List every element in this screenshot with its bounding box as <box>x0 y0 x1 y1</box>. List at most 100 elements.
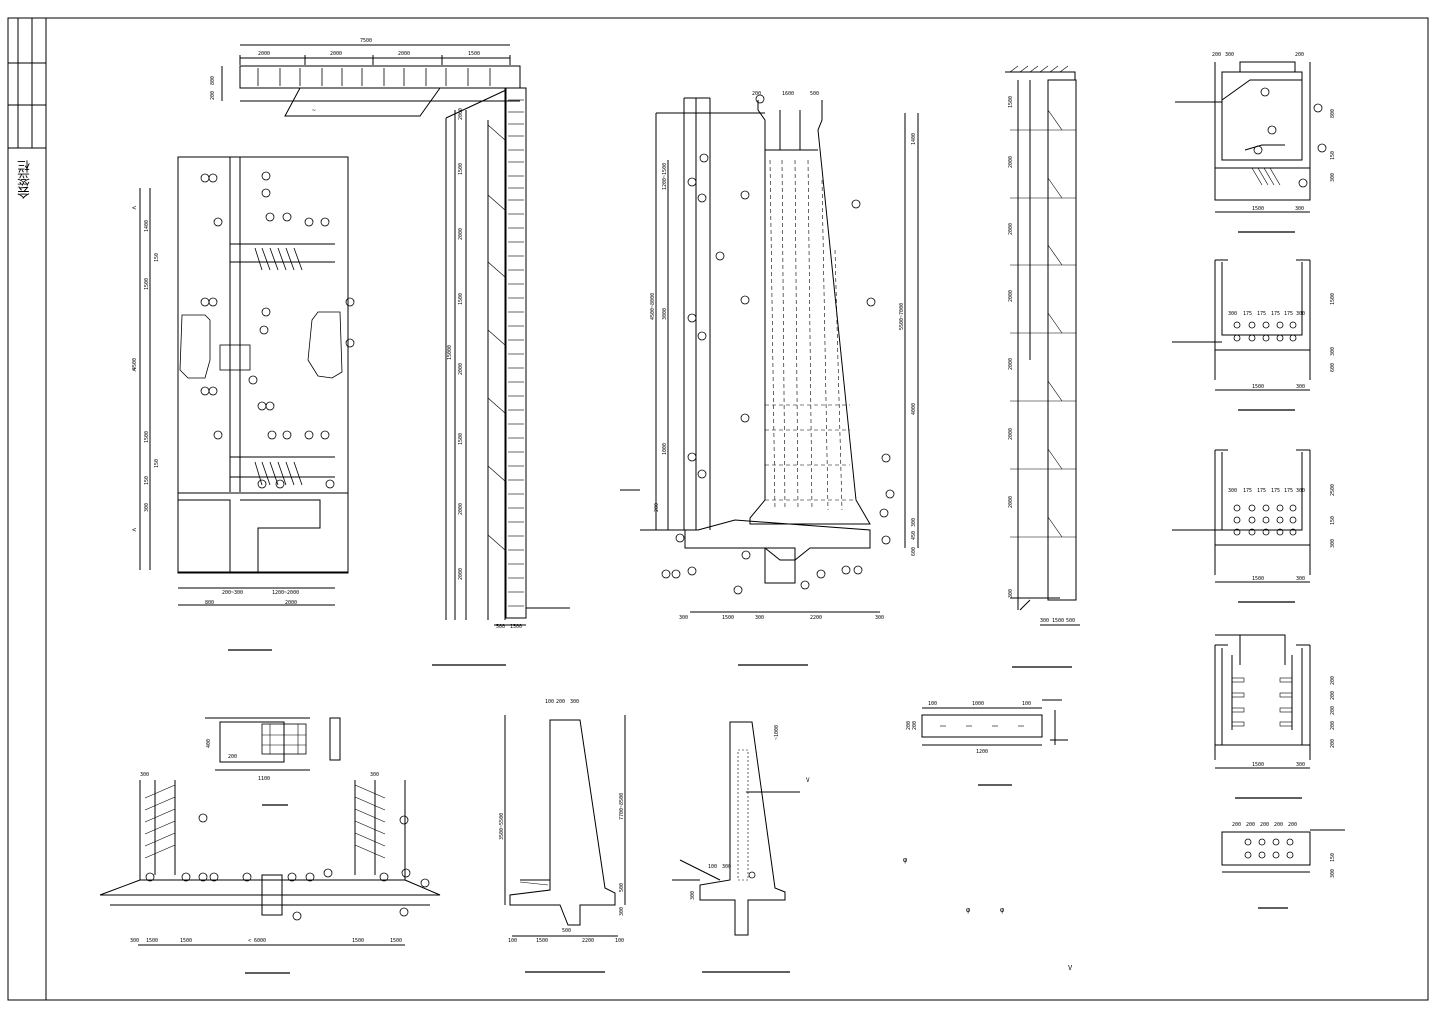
dim: 1500 <box>458 163 464 175</box>
dim: 2000 <box>458 228 464 240</box>
dim: 300 <box>1008 589 1014 598</box>
drawing-frame <box>45 17 1429 1001</box>
dim: 200 <box>1330 691 1336 700</box>
dim: 1500 <box>1330 293 1336 305</box>
main-section-dims: 200 1600 500 1200~1500 4500~8000 3000 10… <box>650 91 917 621</box>
dim: 150 <box>1330 151 1336 160</box>
dim: 300 <box>140 772 149 778</box>
dim: 200 <box>1260 822 1269 828</box>
dim: 300 <box>875 615 884 621</box>
dim: 1500 <box>1008 96 1014 108</box>
dim: 800 <box>205 600 214 606</box>
dim: 150 <box>1330 853 1336 862</box>
detail-a <box>1175 61 1327 233</box>
dim: 1200~1500 <box>662 163 668 190</box>
dim: 200 <box>1330 676 1336 685</box>
dim: 300 <box>1295 206 1304 212</box>
note-mark: V <box>1068 964 1073 972</box>
detail-d <box>1214 634 1311 799</box>
dim: 100 <box>508 938 517 944</box>
dim: 175 <box>1271 488 1280 494</box>
dim: 2000 <box>458 363 464 375</box>
dim: 800 <box>1330 109 1336 118</box>
dim: 1400 <box>911 133 917 145</box>
dim: 150 <box>144 476 150 485</box>
dim: 200 <box>1330 721 1336 730</box>
detail-c-dims: 300 175 175 175 175 300 1500 300 2500 15… <box>1228 484 1336 582</box>
plan-top-dim: 2000 <box>258 51 270 57</box>
dim: 300 <box>1296 384 1305 390</box>
dim: 200 <box>1212 52 1221 58</box>
dim: 175 <box>1243 311 1252 317</box>
dim: 4000 <box>911 403 917 415</box>
dim: 100 <box>615 938 624 944</box>
dim: 200 <box>752 91 761 97</box>
dim: 300 <box>690 891 696 900</box>
dim: ~1000 <box>774 725 780 740</box>
dim: 300 <box>1225 52 1234 58</box>
dim: 5500~7000 <box>899 303 905 330</box>
dim: 1600 <box>782 91 794 97</box>
dim: 500 <box>619 883 625 892</box>
plan-top-dim: 2000 <box>330 51 342 57</box>
dim: 300 <box>679 615 688 621</box>
dim: 1100 <box>258 776 270 782</box>
long-elev-dims: 2000 1500 2000 1500 2000 1500 2000 2000 … <box>447 108 522 630</box>
dim: 150 <box>154 459 160 468</box>
dim: 300 <box>1296 576 1305 582</box>
dim: 2000 <box>458 568 464 580</box>
sign-block-label: 会签栏 <box>18 160 33 200</box>
dim: 1500 <box>352 938 364 944</box>
wall-elev-dims: 1500 2000 2000 2000 2000 2000 2000 300 3… <box>1008 96 1075 624</box>
detail-c <box>1172 449 1311 603</box>
plan-top-dim: 1500 <box>468 51 480 57</box>
detail-e <box>1221 829 1345 909</box>
plan-top-label: ~ <box>312 107 316 114</box>
plan-rebar-view <box>139 156 355 651</box>
dim: 300 <box>1296 311 1305 317</box>
dim: 300 <box>619 907 625 916</box>
dim: 500 <box>810 91 819 97</box>
dim: 1500 <box>458 293 464 305</box>
dim: 175 <box>1257 311 1266 317</box>
dim: 200 <box>228 754 237 760</box>
dim: 1500 <box>1252 206 1264 212</box>
dim: 200 <box>1246 822 1255 828</box>
dim: 1200 <box>976 749 988 755</box>
dim: 1500 <box>536 938 548 944</box>
dim: 300 <box>1330 173 1336 182</box>
dim: 2000 <box>285 600 297 606</box>
dim: 200 <box>912 721 918 730</box>
marker: < <box>132 526 136 534</box>
dim: 1500 <box>722 615 734 621</box>
dim: 1000 <box>972 701 984 707</box>
dim: 2000 <box>1008 358 1014 370</box>
retaining-wall-section <box>504 715 626 973</box>
plan-top-dim: 7500 <box>360 38 372 44</box>
dim: 3500~5500 <box>499 813 505 840</box>
dim: 200 <box>906 721 912 730</box>
dim: 1500 <box>1052 618 1064 624</box>
dim: 1500 <box>1252 762 1264 768</box>
dim: 2000 <box>458 503 464 515</box>
dim: 2000 <box>1008 428 1014 440</box>
culvert-dims: 300 300 300 1500 1500 < 6000 1500 1500 1… <box>130 739 402 944</box>
dim: 200~300 <box>222 590 243 596</box>
culvert-section <box>99 717 441 974</box>
long-elevation <box>432 87 570 666</box>
dim: 200 <box>1288 822 1297 828</box>
dim: 1200~2000 <box>272 590 299 596</box>
dim: 500 <box>562 928 571 934</box>
dim: 400 <box>206 739 212 748</box>
plan-top-dim: 2000 <box>398 51 410 57</box>
marker: < <box>132 204 136 212</box>
note-mark: φ <box>903 856 907 864</box>
dim: 100 <box>708 864 717 870</box>
dim: 300 <box>370 772 379 778</box>
dim: 300 <box>1040 618 1049 624</box>
dim: 600 <box>1330 363 1336 372</box>
dim: 1500 <box>390 938 402 944</box>
dim: 1500 <box>458 433 464 445</box>
dim: 600 <box>911 547 917 556</box>
